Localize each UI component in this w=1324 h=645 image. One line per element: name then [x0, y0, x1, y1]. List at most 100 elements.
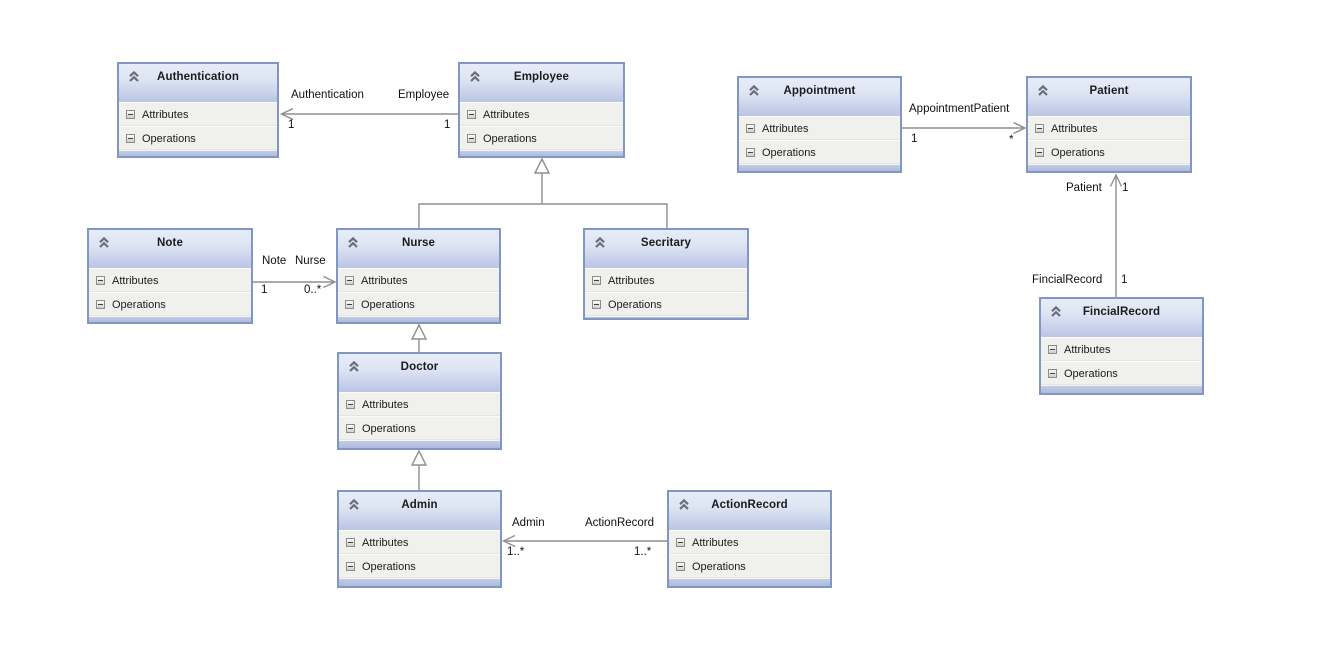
attributes-section[interactable]: Attributes — [669, 530, 830, 554]
generalization-doctor-nurse[interactable] — [410, 323, 428, 352]
attributes-section[interactable]: Attributes — [585, 268, 747, 292]
operations-section[interactable]: Operations — [119, 126, 277, 150]
association-employee-authentication[interactable] — [279, 107, 459, 121]
operations-section[interactable]: Operations — [89, 292, 251, 316]
class-header: Appointment — [739, 78, 900, 116]
class-note[interactable]: Note Attributes Operations — [87, 228, 253, 324]
class-title: Employee — [513, 71, 570, 83]
minus-box-icon[interactable] — [346, 400, 355, 409]
chevron-double-up-icon[interactable] — [468, 70, 482, 84]
chevron-double-up-icon[interactable] — [346, 236, 360, 250]
generalization-employee-subclasses[interactable] — [418, 157, 668, 228]
class-footer — [339, 440, 500, 448]
minus-box-icon[interactable] — [592, 300, 601, 309]
minus-box-icon[interactable] — [1048, 369, 1057, 378]
minus-box-icon[interactable] — [676, 538, 685, 547]
operations-section[interactable]: Operations — [1041, 361, 1202, 385]
operations-label: Operations — [762, 146, 816, 159]
class-header: Employee — [460, 64, 623, 102]
minus-box-icon[interactable] — [467, 134, 476, 143]
class-title: Appointment — [783, 85, 856, 97]
attributes-section[interactable]: Attributes — [1028, 116, 1190, 140]
attributes-section[interactable]: Attributes — [338, 268, 499, 292]
role-label-note: Note — [262, 255, 287, 267]
minus-box-icon[interactable] — [345, 276, 354, 285]
chevron-double-up-icon[interactable] — [347, 498, 361, 512]
attributes-section[interactable]: Attributes — [739, 116, 900, 140]
operations-label: Operations — [1064, 367, 1118, 380]
operations-section[interactable]: Operations — [338, 292, 499, 316]
class-fincialrecord[interactable]: FincialRecord Attributes Operations — [1039, 297, 1204, 395]
minus-box-icon[interactable] — [346, 424, 355, 433]
association-appointment-patient[interactable] — [902, 121, 1027, 135]
attributes-section[interactable]: Attributes — [89, 268, 251, 292]
class-title: Doctor — [400, 361, 439, 373]
minus-box-icon[interactable] — [126, 110, 135, 119]
multiplicity-admin-end: 1..* — [507, 546, 525, 558]
chevron-double-up-icon[interactable] — [677, 498, 691, 512]
operations-section[interactable]: Operations — [1028, 140, 1190, 164]
minus-box-icon[interactable] — [346, 562, 355, 571]
minus-box-icon[interactable] — [96, 300, 105, 309]
operations-section[interactable]: Operations — [339, 416, 500, 440]
attributes-section[interactable]: Attributes — [119, 102, 277, 126]
association-fincialrecord-patient[interactable] — [1109, 173, 1123, 297]
minus-box-icon[interactable] — [467, 110, 476, 119]
class-header: Note — [89, 230, 251, 268]
class-title: Secritary — [640, 237, 692, 249]
class-title: Nurse — [401, 237, 436, 249]
minus-box-icon[interactable] — [346, 538, 355, 547]
chevron-double-up-icon[interactable] — [1036, 84, 1050, 98]
generalization-admin-doctor[interactable] — [410, 449, 428, 490]
minus-box-icon[interactable] — [746, 124, 755, 133]
minus-box-icon[interactable] — [1035, 124, 1044, 133]
operations-section[interactable]: Operations — [460, 126, 623, 150]
class-patient[interactable]: Patient Attributes Operations — [1026, 76, 1192, 173]
minus-box-icon[interactable] — [676, 562, 685, 571]
attributes-label: Attributes — [362, 536, 409, 549]
operations-section[interactable]: Operations — [339, 554, 500, 578]
attributes-label: Attributes — [1051, 122, 1098, 135]
operations-section[interactable]: Operations — [739, 140, 900, 164]
class-authentication[interactable]: Authentication Attributes Operations — [117, 62, 279, 158]
attributes-section[interactable]: Attributes — [1041, 337, 1202, 361]
chevron-double-up-icon[interactable] — [1049, 305, 1063, 319]
association-actionrecord-admin[interactable] — [501, 534, 668, 548]
class-nurse[interactable]: Nurse Attributes Operations — [336, 228, 501, 324]
class-secritary[interactable]: Secritary Attributes Operations — [583, 228, 749, 320]
class-footer — [669, 578, 830, 586]
class-employee[interactable]: Employee Attributes Operations — [458, 62, 625, 158]
chevron-double-up-icon[interactable] — [747, 84, 761, 98]
attributes-section[interactable]: Attributes — [339, 392, 500, 416]
attributes-section[interactable]: Attributes — [339, 530, 500, 554]
attributes-section[interactable]: Attributes — [460, 102, 623, 126]
multiplicity-fincialrecord-end: 1 — [1121, 274, 1128, 286]
operations-label: Operations — [362, 560, 416, 573]
minus-box-icon[interactable] — [345, 300, 354, 309]
minus-box-icon[interactable] — [126, 134, 135, 143]
attributes-label: Attributes — [142, 108, 189, 121]
multiplicity-appointment-end: 1 — [911, 133, 918, 145]
minus-box-icon[interactable] — [1048, 345, 1057, 354]
chevron-double-up-icon[interactable] — [347, 360, 361, 374]
operations-label: Operations — [112, 298, 166, 311]
class-title: Admin — [401, 499, 438, 511]
class-doctor[interactable]: Doctor Attributes Operations — [337, 352, 502, 450]
class-appointment[interactable]: Appointment Attributes Operations — [737, 76, 902, 173]
class-admin[interactable]: Admin Attributes Operations — [337, 490, 502, 588]
minus-box-icon[interactable] — [1035, 148, 1044, 157]
attributes-label: Attributes — [483, 108, 530, 121]
operations-section[interactable]: Operations — [585, 292, 747, 316]
minus-box-icon[interactable] — [746, 148, 755, 157]
chevron-double-up-icon[interactable] — [593, 236, 607, 250]
chevron-double-up-icon[interactable] — [97, 236, 111, 250]
chevron-double-up-icon[interactable] — [127, 70, 141, 84]
role-label-patient: Patient — [1066, 182, 1102, 194]
class-actionrecord[interactable]: ActionRecord Attributes Operations — [667, 490, 832, 588]
operations-section[interactable]: Operations — [669, 554, 830, 578]
role-label-actionrecord: ActionRecord — [585, 517, 655, 529]
class-footer — [339, 578, 500, 586]
minus-box-icon[interactable] — [96, 276, 105, 285]
minus-box-icon[interactable] — [592, 276, 601, 285]
